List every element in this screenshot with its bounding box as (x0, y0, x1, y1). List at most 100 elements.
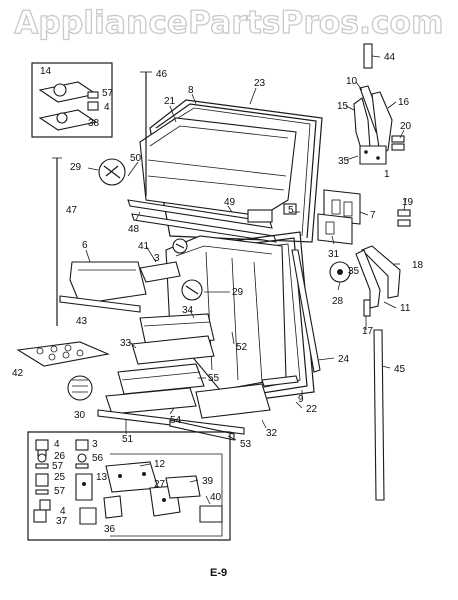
callout-40: 40 (210, 492, 222, 503)
hinge-37 (79, 507, 97, 525)
leader-lines (85, 55, 407, 505)
shelf-bar-53 (169, 419, 235, 441)
callout-43: 43 (76, 316, 88, 327)
callout-17: 17 (362, 326, 374, 337)
inset-box-14 (31, 62, 113, 138)
callout-54: 54 (170, 415, 182, 426)
callout-labels: 44 10 15 16 20 35 1 19 7 18 11 17 45 28 … (12, 52, 424, 535)
callout-57-b: 57 (52, 461, 64, 472)
callout-7: 7 (370, 210, 376, 221)
hinge-39 (165, 475, 201, 499)
door-bin-55 (117, 363, 205, 395)
callout-26: 26 (54, 451, 66, 462)
callout-46: 46 (156, 69, 168, 80)
callout-20: 20 (400, 121, 412, 132)
fresh-food-handle-29 (181, 279, 203, 301)
freezer-door-liner (139, 117, 297, 217)
callout-9: 9 (298, 394, 304, 405)
callout-33: 33 (120, 338, 132, 349)
spacer-19 (397, 209, 411, 227)
callout-18: 18 (412, 260, 424, 271)
clip-57-b (35, 489, 49, 495)
callout-37: 37 (56, 516, 68, 527)
callout-55: 55 (208, 373, 220, 384)
stopper-4-b (33, 509, 47, 523)
door-bin-33 (131, 335, 215, 365)
callout-22: 22 (306, 404, 318, 415)
callout-41: 41 (138, 241, 150, 252)
callout-25: 25 (54, 472, 66, 483)
hinge-pin-17 (363, 299, 371, 317)
hinge-arm-18 (361, 245, 401, 299)
callout-4-b: 4 (54, 439, 60, 450)
callout-49: 49 (224, 197, 236, 208)
callout-28: 28 (332, 296, 344, 307)
callout-35: 35 (338, 156, 350, 167)
shelf-bar-43 (59, 295, 141, 313)
callout-44: 44 (384, 52, 396, 63)
hinge-13 (75, 473, 93, 501)
callout-32: 32 (266, 428, 278, 439)
callout-27: 27 (154, 479, 166, 490)
callout-8: 8 (188, 85, 194, 96)
callout-24: 24 (338, 354, 350, 365)
freezer-door-brackets (247, 203, 297, 223)
callout-13: 13 (96, 472, 108, 483)
hinge-cover-16 (371, 91, 393, 155)
egg-tray-42 (16, 341, 110, 367)
stopper-3 (75, 439, 89, 451)
fresh-food-bracket-41 (139, 261, 181, 283)
callout-1: 1 (384, 169, 390, 180)
callout-52: 52 (236, 342, 248, 353)
door-trim-24 (291, 249, 321, 373)
callout-39: 39 (202, 476, 214, 487)
callout-45: 45 (394, 364, 406, 375)
hinge-rod-45 (373, 329, 385, 501)
callout-38: 38 (88, 118, 100, 129)
freezer-handle-29 (98, 158, 126, 186)
hinge-plate-1 (359, 145, 387, 165)
callout-14: 14 (40, 66, 52, 77)
callout-50: 50 (130, 153, 142, 164)
door-bin-32 (195, 383, 271, 419)
callout-19: 19 (402, 197, 414, 208)
callout-34: 34 (182, 305, 194, 316)
callout-15: 15 (337, 101, 349, 112)
dairy-compartment-6 (69, 261, 147, 305)
hinge-28 (329, 261, 351, 283)
washer-26 (37, 453, 47, 463)
washer-56 (77, 453, 87, 463)
callout-29: 29 (70, 162, 82, 173)
callout-53: 53 (240, 439, 252, 450)
callout-5: 5 (288, 205, 294, 216)
door-trim-22 (261, 375, 299, 387)
callout-48: 48 (128, 224, 140, 235)
callout-12: 12 (154, 459, 166, 470)
cam-25 (35, 473, 49, 487)
callout-51: 51 (122, 434, 134, 445)
callout-4: 4 (104, 102, 110, 113)
callout-4-c: 4 (60, 506, 66, 517)
callout-10: 10 (346, 76, 358, 87)
page-code: E-9 (210, 567, 228, 579)
callout-47: 47 (66, 205, 78, 216)
door-lock-3 (172, 238, 188, 254)
callout-35-b: 35 (348, 266, 360, 277)
door-bin-54 (105, 387, 197, 415)
callout-23: 23 (254, 78, 266, 89)
callout-57-c: 57 (54, 486, 66, 497)
hinge-bracket-31 (317, 213, 353, 245)
watermark-text: AppliancePartsPros.com (14, 5, 443, 41)
cam-25-b (39, 499, 51, 511)
bin-retainer-30 (67, 375, 93, 401)
callout-3-b: 3 (92, 439, 98, 450)
callout-30: 30 (74, 410, 86, 421)
hinge-36 (103, 495, 123, 519)
callout-21: 21 (164, 96, 176, 107)
callout-29-b: 29 (232, 287, 244, 298)
callout-56: 56 (92, 453, 104, 464)
shim-20 (391, 135, 405, 151)
callout-16: 16 (398, 97, 410, 108)
callout-42: 42 (12, 368, 24, 379)
